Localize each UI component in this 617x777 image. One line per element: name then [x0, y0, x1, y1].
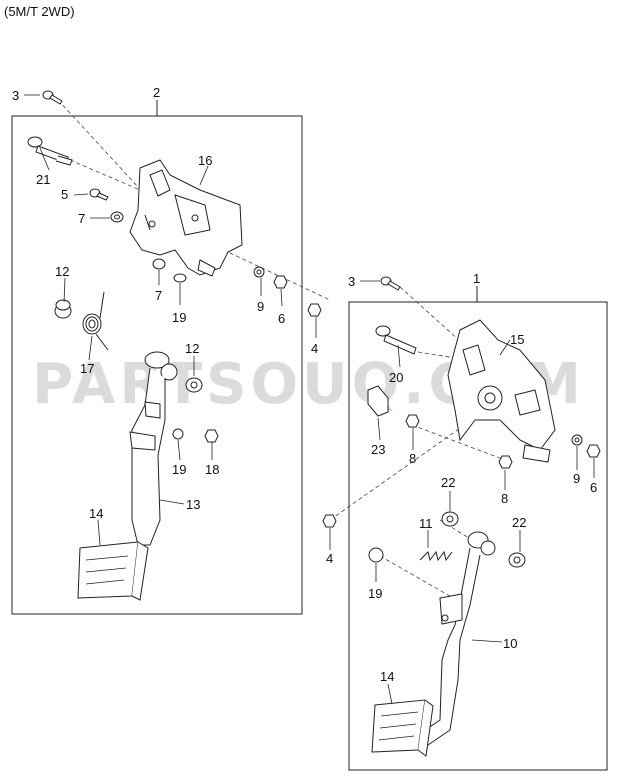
callout-19-mid: 19 — [172, 462, 186, 477]
pedal-icon — [77, 351, 178, 601]
callout-3-left: 3 — [12, 88, 19, 103]
callout-15: 15 — [510, 332, 524, 347]
spring-icon — [419, 550, 453, 562]
callout-4-left: 4 — [326, 551, 333, 566]
callout-20: 20 — [389, 370, 403, 385]
callout-13: 13 — [186, 497, 200, 512]
callout-11: 11 — [419, 516, 433, 531]
diagram-title: (5M/T 2WD) — [4, 4, 75, 19]
callout-23: 23 — [371, 442, 385, 457]
bushing-icon — [508, 552, 526, 568]
callout-12-top: 12 — [55, 264, 69, 279]
washer-icon — [152, 258, 166, 270]
callout-18: 18 — [205, 462, 219, 477]
callout-14-left: 14 — [89, 506, 103, 521]
callout-6-left: 6 — [278, 311, 285, 326]
pedal-icon — [371, 531, 496, 757]
callout-12-mid: 12 — [185, 341, 199, 356]
nut-icon — [253, 266, 265, 278]
spring-icon — [82, 291, 109, 351]
bolt-icon — [380, 276, 401, 291]
callout-1: 1 — [473, 271, 480, 286]
callout-4-mid: 4 — [311, 341, 318, 356]
bolt-icon — [42, 90, 63, 105]
callout-8-bottom: 8 — [501, 491, 508, 506]
bolt-icon — [89, 188, 109, 201]
callout-7-top: 7 — [78, 211, 85, 226]
callout-8-top: 8 — [409, 451, 416, 466]
bushing-icon — [54, 299, 72, 319]
stopper-icon — [368, 547, 384, 563]
bracket-icon — [447, 319, 556, 463]
nut-icon — [498, 455, 513, 469]
callout-3-right: 3 — [348, 274, 355, 289]
bolt-icon — [375, 325, 417, 355]
callout-10: 10 — [503, 636, 517, 651]
stopper-icon — [173, 273, 187, 283]
nut-icon — [405, 414, 420, 428]
stopper-icon — [367, 385, 389, 417]
callout-22-right: 22 — [512, 515, 526, 530]
callout-22-left: 22 — [441, 475, 455, 490]
nut-icon — [586, 444, 601, 458]
callout-9-right: 9 — [573, 471, 580, 486]
callout-19-left: 19 — [172, 310, 186, 325]
callout-16: 16 — [198, 153, 212, 168]
nut-icon — [322, 514, 337, 528]
washer-icon — [110, 211, 124, 223]
bracket-icon — [129, 159, 243, 277]
nut-icon — [172, 428, 184, 440]
nut-icon — [571, 434, 583, 446]
bushing-icon — [185, 377, 203, 393]
bolt-icon — [27, 136, 73, 166]
callout-19-right: 19 — [368, 586, 382, 601]
nut-icon — [307, 303, 322, 317]
callout-21: 21 — [36, 172, 50, 187]
callout-6-right: 6 — [590, 480, 597, 495]
group-box-right — [348, 301, 608, 771]
callout-17: 17 — [80, 361, 94, 376]
callout-2: 2 — [153, 85, 160, 100]
callout-7-bottom: 7 — [155, 288, 162, 303]
callout-14-right: 14 — [380, 669, 394, 684]
nut-icon — [273, 275, 288, 289]
callout-9-left: 9 — [257, 299, 264, 314]
callout-5: 5 — [61, 187, 68, 202]
bushing-icon — [441, 511, 459, 527]
nut-icon — [204, 429, 219, 443]
